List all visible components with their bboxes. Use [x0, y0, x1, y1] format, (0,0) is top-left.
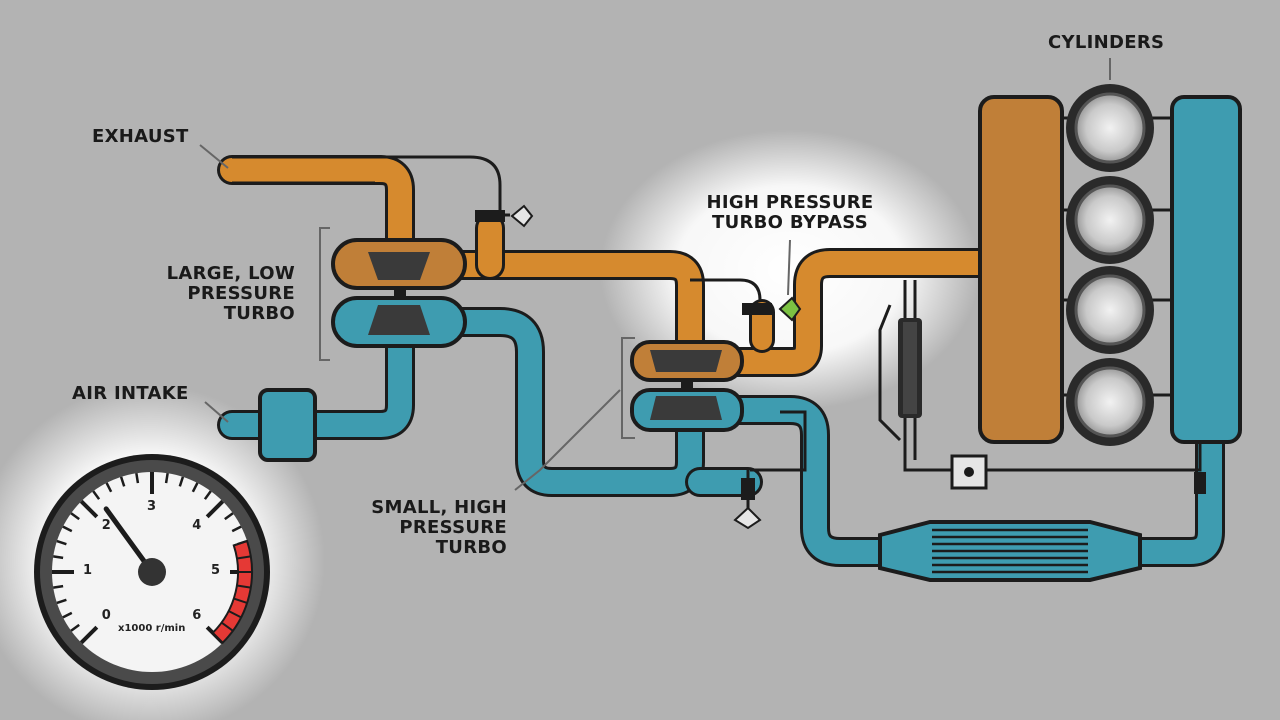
gauge-unit-label: x1000 r/min	[118, 623, 186, 634]
gauge-minor-tick	[164, 473, 169, 484]
gauge-number: 3	[147, 499, 157, 514]
gauge-major-tick	[79, 499, 99, 519]
gauge-number: 2	[101, 517, 111, 533]
large-turbo-label-line1: LARGE, LOW	[166, 263, 295, 284]
gauge-redline-tick	[236, 584, 251, 589]
small-turbo-label: SMALL, HIGH PRESSURE TURBO	[352, 498, 507, 558]
small-turbocharger-icon	[630, 340, 744, 432]
gauge-number: 4	[192, 517, 202, 533]
air-intake-filter	[258, 388, 317, 462]
exhaust-manifold	[978, 95, 1064, 444]
small-turbo-label-line3: TURBO	[435, 537, 507, 558]
hp-bypass-valve-icon	[742, 296, 802, 322]
pressure-actuator	[898, 318, 922, 418]
gauge-number: 1	[83, 563, 93, 578]
large-turbocharger-icon	[331, 238, 467, 348]
gauge-minor-tick	[224, 512, 234, 521]
tachometer-icon	[34, 454, 270, 690]
gauge-minor-tick	[231, 525, 242, 533]
gauge-number: 5	[211, 563, 221, 578]
small-turbo-label-line2: PRESSURE	[399, 517, 507, 538]
gauge-minor-tick	[105, 482, 113, 493]
gauge-redline-tick	[228, 610, 242, 619]
gauge-minor-tick	[53, 555, 64, 560]
gauge-redline-tick	[220, 621, 234, 632]
leader-lines	[199, 58, 1111, 491]
intercooler-icon	[878, 520, 1142, 582]
large-turbo-label-line2: PRESSURE	[187, 283, 295, 304]
gauge-redline-tick	[236, 555, 251, 560]
intake-manifold	[1170, 95, 1242, 444]
exhaust-pipes	[217, 155, 995, 377]
gauge-minor-tick	[62, 525, 73, 533]
gauge-minor-tick	[56, 598, 67, 605]
gauge-redline-tick	[233, 597, 248, 604]
intake-pipes	[217, 305, 1225, 567]
recirculation-valve-icon	[733, 478, 762, 530]
gauge-minor-tick	[178, 476, 185, 487]
valve-icon	[475, 204, 534, 228]
hp-bypass-label: HIGH PRESSURE TURBO BYPASS	[695, 193, 885, 233]
gauge-minor-tick	[203, 490, 212, 500]
hp-bypass-label-line1: HIGH PRESSURE	[706, 192, 874, 213]
gauge-minor-tick	[53, 584, 64, 589]
large-turbo-label-line3: TURBO	[223, 303, 295, 324]
gauge-minor-tick	[70, 512, 80, 521]
cylinders-label: CYLINDERS	[1048, 32, 1165, 53]
gauge-minor-tick	[191, 482, 199, 493]
air-intake-label: AIR INTAKE	[72, 383, 189, 404]
gauge-redline-band	[211, 539, 253, 645]
gauge-minor-tick	[70, 623, 80, 632]
gauge-redline-tick	[233, 540, 248, 547]
exhaust-label: EXHAUST	[92, 126, 189, 147]
gauge-minor-tick	[92, 490, 101, 500]
cylinder-icon	[1066, 84, 1154, 446]
gauge-minor-tick	[62, 611, 73, 619]
large-turbo-label: LARGE, LOW PRESSURE TURBO	[140, 264, 295, 324]
gauge-number: 0	[101, 608, 111, 624]
gauge-minor-tick	[135, 473, 140, 484]
gauge-major-tick	[79, 625, 99, 645]
gauge-number: 6	[192, 608, 202, 624]
gauge-minor-tick	[56, 539, 67, 546]
hp-bypass-label-line2: TURBO BYPASS	[711, 212, 868, 233]
actuator-icon	[950, 454, 1206, 494]
small-turbo-label-line1: SMALL, HIGH	[371, 497, 507, 518]
gauge-major-tick	[205, 499, 225, 519]
gauge-minor-tick	[119, 476, 126, 487]
